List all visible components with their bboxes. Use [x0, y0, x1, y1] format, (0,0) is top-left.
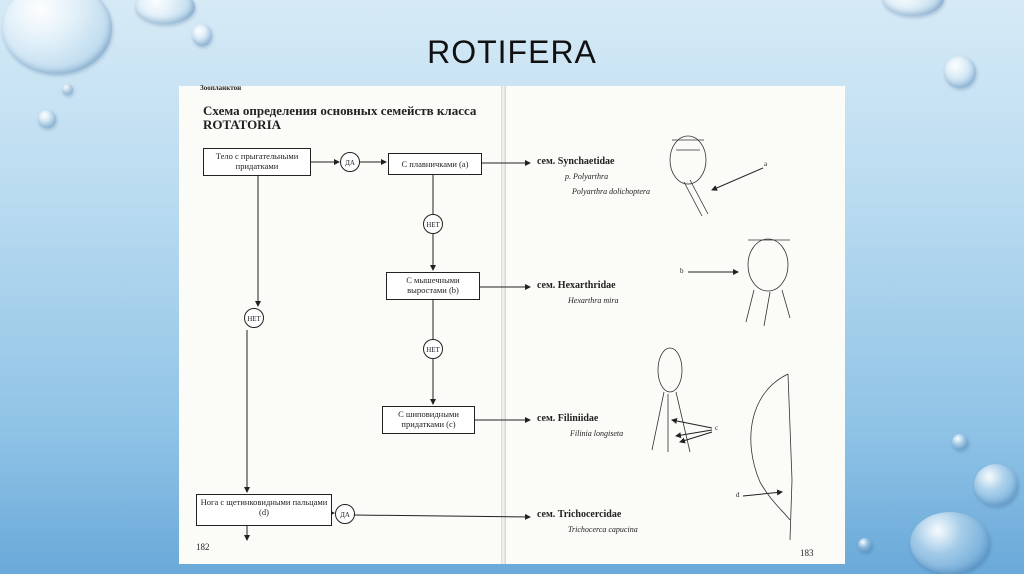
- yes-node: ДА: [335, 504, 355, 524]
- water-drop: [38, 110, 56, 128]
- key-box-spiny-appendages: С шиповидными придатками (c): [382, 406, 475, 434]
- rotifer-drawings: [651, 135, 793, 541]
- book-spine: [501, 86, 506, 564]
- figure-label-d: d: [736, 491, 740, 499]
- water-drop: [62, 84, 73, 95]
- species-trichocerca-capucina: Trichocerca capucina: [568, 525, 638, 534]
- key-box-muscular-outgrowths: С мышечными выростами (b): [386, 272, 480, 300]
- water-drop: [910, 512, 990, 574]
- family-trichocercidae: сем. Trichocercidae: [537, 509, 622, 520]
- no-node: НЕТ: [423, 214, 443, 234]
- page-number-right: 183: [800, 548, 814, 558]
- right-page: [506, 86, 845, 564]
- water-drop: [192, 24, 212, 46]
- key-box-jumping-appendages: Тело с прыгательными придатками: [203, 148, 311, 176]
- running-header: Зоопланктон: [200, 84, 242, 92]
- water-drop: [882, 0, 944, 16]
- family-synchaetidae: сем. Synchaetidae: [537, 156, 615, 167]
- no-node: НЕТ: [244, 308, 264, 328]
- figure-label-c: c: [715, 424, 719, 432]
- species-polyarthra-dolichoptera: Polyarthra dolichoptera: [572, 187, 650, 196]
- heading-line-1: Схема определения основных семейств клас…: [203, 103, 477, 118]
- figure-label-b: b: [680, 267, 684, 275]
- slide-title: ROTIFERA: [427, 34, 597, 70]
- key-heading: Схема определения основных семейств клас…: [203, 104, 476, 132]
- family-hexarthridae: сем. Hexarthridae: [537, 280, 616, 291]
- yes-node: ДА: [340, 152, 360, 172]
- species-hexarthra-mira: Hexarthra mira: [568, 296, 619, 305]
- water-drop: [2, 0, 112, 74]
- species-filinia-longiseta: Filinia longiseta: [570, 429, 624, 438]
- water-drop: [944, 56, 976, 88]
- water-drop: [858, 538, 872, 552]
- key-box-foot-setiform-toes: Нога с щетинковидными пальцами (d): [196, 494, 332, 526]
- family-filiniidae: сем. Filiniidae: [537, 413, 599, 424]
- genus-polyarthra: р. Polyarthra: [565, 172, 609, 181]
- no-node: НЕТ: [423, 339, 443, 359]
- water-drop: [974, 464, 1018, 506]
- page-number-left: 182: [196, 542, 210, 552]
- water-drop: [952, 434, 968, 450]
- heading-line-2: ROTATORIA: [203, 117, 282, 132]
- figure-label-a: a: [764, 160, 768, 168]
- key-box-fins: С плавничками (a): [388, 153, 482, 175]
